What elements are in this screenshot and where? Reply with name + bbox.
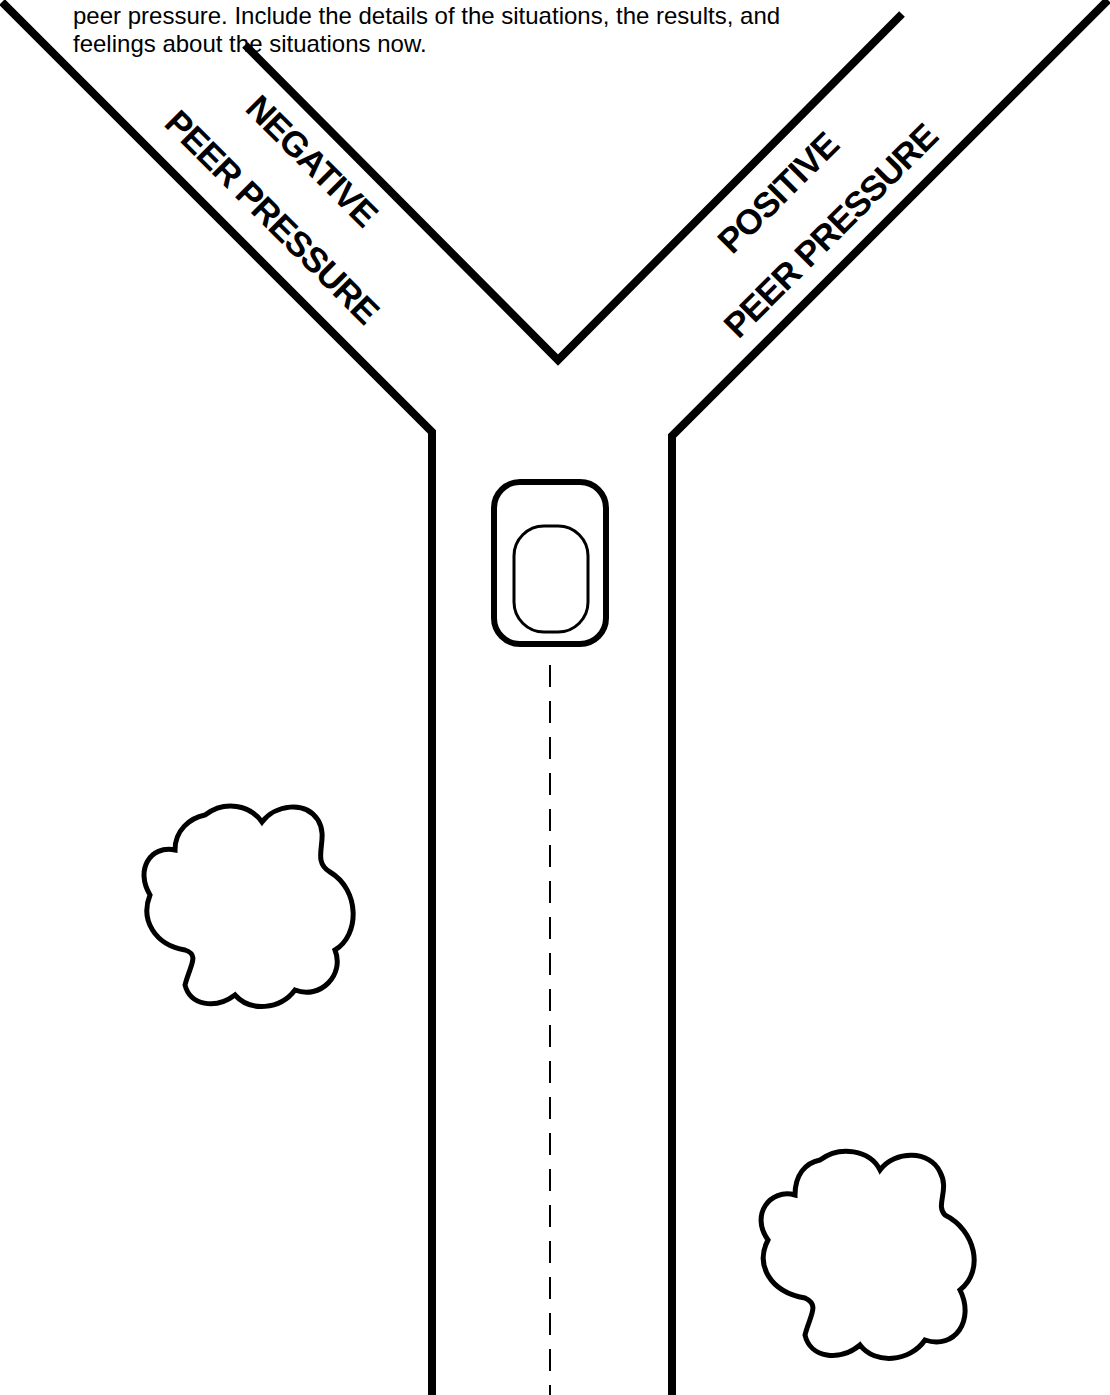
road-edge [672, 0, 1108, 1395]
instruction-text: peer pressure. Include the details of th… [73, 4, 780, 28]
car-window [514, 526, 588, 632]
car-body [494, 482, 606, 644]
bush [761, 1151, 974, 1358]
center-line [549, 665, 551, 1395]
bush [144, 806, 353, 1006]
instruction-text: feelings about the situations now. [73, 32, 427, 56]
road-edge [2, 2, 432, 1395]
